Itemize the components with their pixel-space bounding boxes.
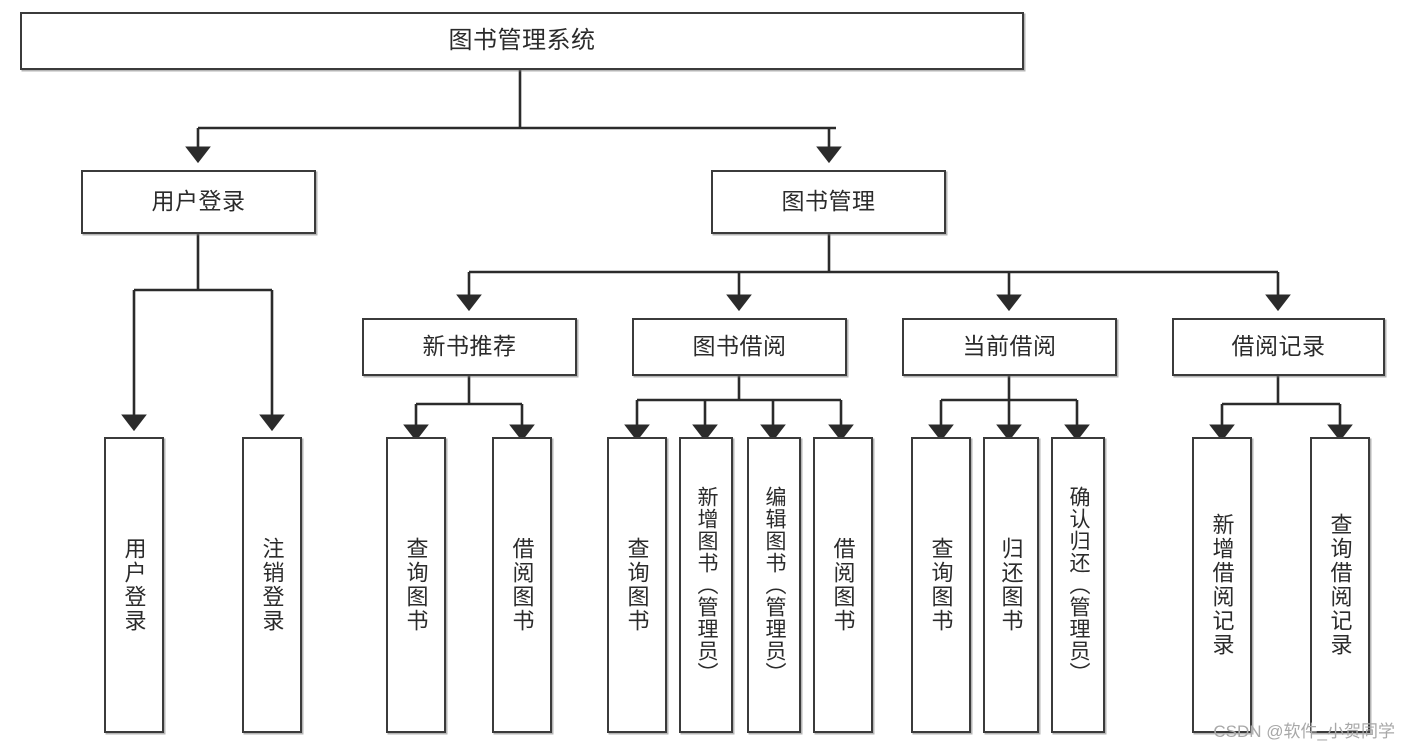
node-leaf-query-book-recommend[interactable]: 查询图书 (386, 437, 446, 733)
node-leaf-edit-book-admin[interactable]: 编辑图书（管理员） (747, 437, 801, 733)
node-leaf-confirm-return-admin[interactable]: 确认归还（管理员） (1051, 437, 1105, 733)
node-leaf-add-borrow-record[interactable]: 新增借阅记录 (1192, 437, 1252, 733)
node-leaf-query-borrow-record[interactable]: 查询借阅记录 (1310, 437, 1370, 733)
node-new-book-recommend[interactable]: 新书推荐 (362, 318, 577, 376)
node-label: 借阅图书 (509, 537, 535, 633)
node-label: 图书管理系统 (448, 26, 596, 54)
node-label: 确认归还（管理员） (1066, 486, 1090, 684)
node-label: 编辑图书（管理员） (762, 486, 786, 684)
node-label: 图书管理 (781, 188, 876, 215)
node-label: 新书推荐 (422, 333, 517, 360)
node-root-book-management-system[interactable]: 图书管理系统 (20, 12, 1024, 70)
node-label: 用户登录 (121, 537, 147, 633)
node-book-borrow[interactable]: 图书借阅 (632, 318, 847, 376)
node-leaf-return-book[interactable]: 归还图书 (983, 437, 1039, 733)
node-label: 查询图书 (624, 537, 650, 633)
node-label: 查询图书 (928, 537, 954, 633)
node-book-management[interactable]: 图书管理 (711, 170, 946, 234)
node-leaf-query-book-current[interactable]: 查询图书 (911, 437, 971, 733)
node-label: 注销登录 (259, 537, 285, 633)
node-borrow-record[interactable]: 借阅记录 (1172, 318, 1385, 376)
node-leaf-borrow-book-recommend[interactable]: 借阅图书 (492, 437, 552, 733)
watermark-text: CSDN @软件_小贺同学 (1213, 722, 1395, 741)
node-leaf-logout[interactable]: 注销登录 (242, 437, 302, 733)
node-leaf-borrow-book[interactable]: 借阅图书 (813, 437, 873, 733)
node-label: 用户登录 (151, 188, 246, 215)
node-label: 图书借阅 (692, 333, 787, 360)
node-label: 当前借阅 (962, 333, 1057, 360)
node-current-borrow[interactable]: 当前借阅 (902, 318, 1117, 376)
node-label: 借阅记录 (1231, 333, 1326, 360)
node-label: 新增借阅记录 (1209, 513, 1235, 657)
node-label: 借阅图书 (830, 537, 856, 633)
node-label: 查询借阅记录 (1327, 513, 1353, 657)
node-label: 新增图书（管理员） (694, 486, 718, 684)
node-user-login[interactable]: 用户登录 (81, 170, 316, 234)
node-leaf-add-book-admin[interactable]: 新增图书（管理员） (679, 437, 733, 733)
node-leaf-user-login[interactable]: 用户登录 (104, 437, 164, 733)
node-leaf-query-book-borrow[interactable]: 查询图书 (607, 437, 667, 733)
node-label: 查询图书 (403, 537, 429, 633)
node-label: 归还图书 (998, 537, 1024, 633)
